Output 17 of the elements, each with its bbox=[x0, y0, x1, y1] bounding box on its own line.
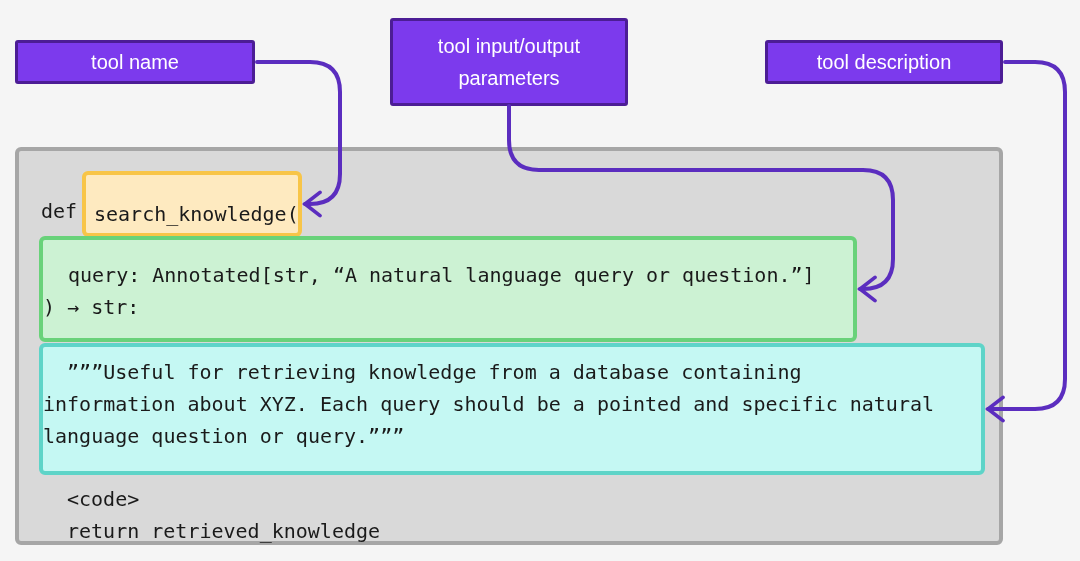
code-line: <code> bbox=[67, 486, 140, 513]
code-line: return retrieved_knowledge bbox=[67, 518, 381, 545]
label-box: tool name bbox=[15, 40, 255, 84]
code-panel bbox=[15, 147, 1003, 545]
arrow bbox=[255, 60, 342, 218]
label-box: tool input/output parameters bbox=[390, 18, 628, 106]
code-line: query: Annotated[str, “A natural language query or question.”] bbox=[68, 262, 815, 289]
code-line: def bbox=[41, 198, 78, 225]
label-box: tool description bbox=[765, 40, 1003, 84]
highlight-box bbox=[39, 236, 857, 342]
code-line: search_knowledge( bbox=[94, 201, 299, 228]
highlight-box bbox=[39, 343, 985, 475]
highlight-box bbox=[82, 171, 302, 237]
arrow bbox=[986, 60, 1067, 423]
arrow bbox=[507, 104, 895, 303]
docstring: ”””Useful for retrieving knowledge from a database containing information about XYZ. Each query should be a pointed and specific natural language question or query.””” bbox=[43, 359, 935, 450]
code-line: ) → str: bbox=[43, 294, 140, 321]
